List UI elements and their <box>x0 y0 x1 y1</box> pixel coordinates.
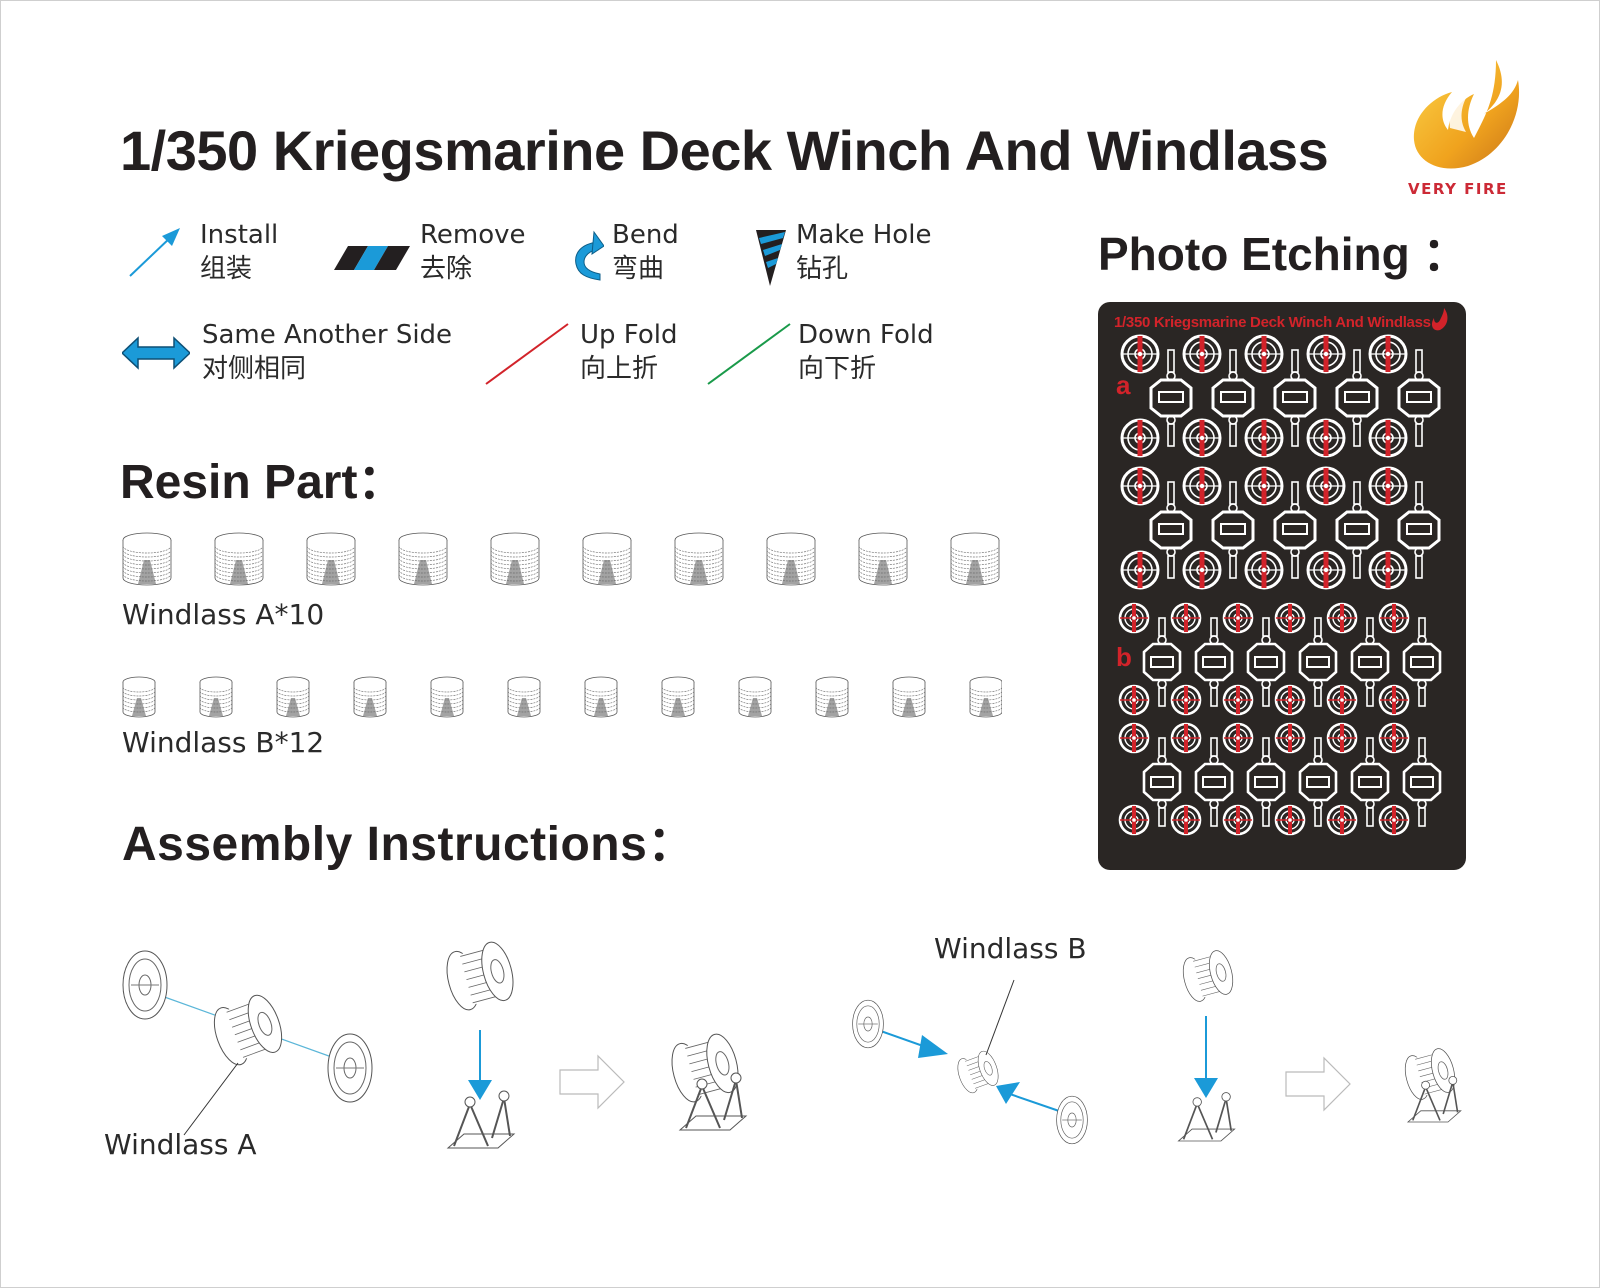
windlass-b-label: Windlass B*12 <box>122 726 325 759</box>
legend-en: Up Fold <box>580 320 678 350</box>
legend-zh: 弯曲 <box>612 254 665 284</box>
legend-zh: 钻孔 <box>796 254 849 284</box>
resin-part-heading: Resin Part： <box>120 456 406 509</box>
up-fold-line-icon <box>485 323 569 385</box>
fret-b-label: b <box>1116 642 1132 672</box>
assembly-diagram <box>122 938 1462 1149</box>
legend-en: Install <box>200 220 279 250</box>
legend-zh: 组装 <box>200 254 253 284</box>
legend-bend-label: Bend 弯曲 <box>612 218 679 286</box>
windlass-a-row <box>122 532 1052 588</box>
windlass-a-label: Windlass A*10 <box>122 598 325 631</box>
legend-make-hole-label: Make Hole 钻孔 <box>796 218 931 286</box>
photo-etch-parts-artwork <box>1118 334 1442 836</box>
legend-en: Bend <box>612 220 679 250</box>
legend-up-fold-label: Up Fold 向上折 <box>580 318 677 386</box>
photo-etching-heading: Photo Etching ： <box>1098 228 1469 280</box>
legend-install-label: Install 组装 <box>200 218 278 286</box>
very-fire-flame-logo-icon <box>1413 60 1520 169</box>
brand-name: VERY FIRE <box>1408 180 1508 198</box>
windlass-b-callout: Windlass B <box>934 932 1087 965</box>
legend-en: Remove <box>420 220 526 250</box>
bend-arrow-icon <box>575 230 604 281</box>
legend-zh: 去除 <box>420 254 473 284</box>
windlass-b-row <box>122 676 1002 720</box>
pe-sheet-title: 1/350 Kriegsmarine Deck Winch And Windla… <box>1114 314 1431 331</box>
legend-en: Make Hole <box>796 220 932 250</box>
double-arrow-icon <box>122 336 190 370</box>
windlass-a-callout: Windlass A <box>104 1128 257 1161</box>
legend-en: Down Fold <box>798 320 934 350</box>
legend-same-side-label: Same Another Side 对侧相同 <box>202 318 452 386</box>
pe-brand-flame-icon <box>1432 308 1448 331</box>
legend-zh: 向下折 <box>798 354 877 384</box>
legend-remove-label: Remove 去除 <box>420 218 526 286</box>
make-hole-drill-icon <box>756 230 786 286</box>
legend-zh: 向上折 <box>580 354 659 384</box>
photo-etch-sheet: 1/350 Kriegsmarine Deck Winch And Windla… <box>1098 302 1466 870</box>
windlass-b-drums-icon <box>122 676 1002 718</box>
legend-en: Same Another Side <box>202 320 453 350</box>
install-arrow-icon <box>129 228 180 277</box>
down-fold-line-icon <box>707 323 791 385</box>
document-title: 1/350 Kriegsmarine Deck Winch And Windla… <box>120 119 1329 182</box>
remove-stripes-icon <box>334 246 410 270</box>
windlass-a-drums-icon <box>122 532 1000 586</box>
legend-down-fold-label: Down Fold 向下折 <box>798 318 934 386</box>
legend-zh: 对侧相同 <box>202 354 307 384</box>
assembly-instructions-heading: Assembly Instructions： <box>122 818 696 871</box>
fret-a-label: a <box>1116 370 1131 400</box>
